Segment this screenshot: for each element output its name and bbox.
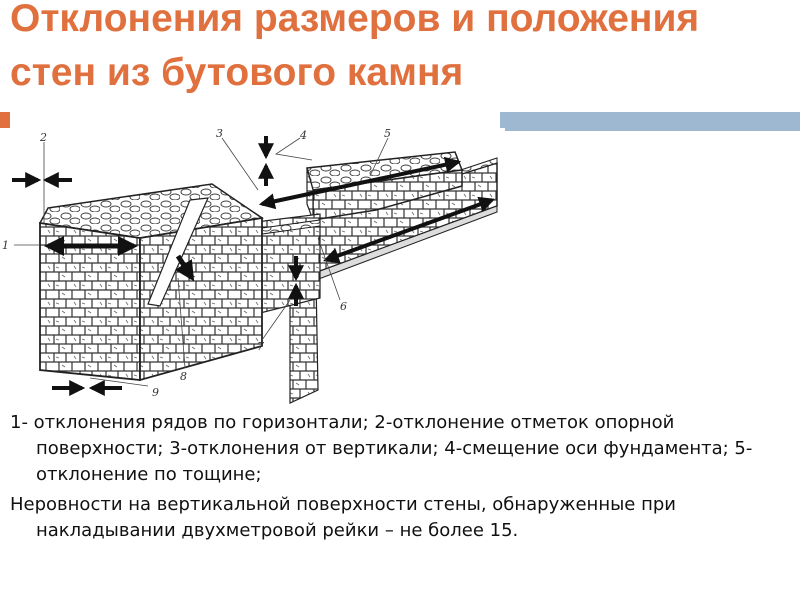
- callout-4: 4: [299, 129, 307, 142]
- legend-caption: 1- отклонения рядов по горизонтали; 2-от…: [10, 410, 790, 544]
- callout-6: 6: [340, 300, 347, 313]
- callout-9: 9: [152, 386, 159, 399]
- title-band-left: [0, 112, 10, 131]
- callout-8: 8: [180, 370, 187, 383]
- title-band: [0, 112, 800, 131]
- callout-7: 7: [257, 340, 264, 353]
- front-wall-block: [38, 183, 264, 382]
- callout-5: 5: [384, 128, 391, 140]
- legend-item-surface: Неровности на вертикальной поверхности с…: [10, 494, 676, 541]
- slide-title: Отклонения размеров и положения стен из …: [10, 0, 700, 94]
- callout-2: 2: [39, 131, 47, 144]
- callout-1: 1: [2, 239, 9, 252]
- leader-lines: [14, 137, 389, 387]
- deviation-arrows: [12, 136, 496, 396]
- wall-diagram: 1 2 3 4 5 6 7 8 9: [0, 128, 505, 406]
- title-band-right: [500, 112, 800, 131]
- legend-item-deviations: 1- отклонения рядов по горизонтали; 2-от…: [10, 412, 753, 485]
- callout-3: 3: [216, 128, 223, 140]
